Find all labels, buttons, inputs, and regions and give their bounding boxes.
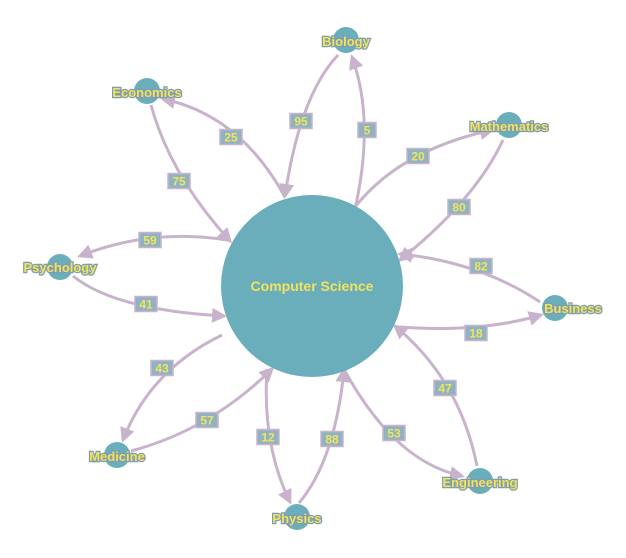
edge-value: 47 — [438, 382, 452, 396]
edge-label-cs-biology: 5 — [357, 121, 377, 139]
edge-label-economics-cs: 75 — [167, 172, 191, 190]
edge-cs-medicine — [120, 333, 223, 443]
edge-label-cs-mathematics: 20 — [406, 147, 430, 165]
center-node-label: Computer Science — [251, 278, 374, 294]
node-engineering: Engineering — [441, 468, 519, 494]
edge-value: 59 — [143, 234, 157, 248]
edge-label-box — [219, 128, 243, 146]
edge-value: 95 — [294, 115, 308, 129]
edge-labels-layer: 5 95 20 80 82 18 47 53 88 12 57 43 41 59 75 25 — [134, 112, 493, 448]
edge-label-business-cs: 82 — [469, 257, 493, 275]
edge-label-medicine-cs: 57 — [195, 411, 219, 429]
node-label: Mathematics — [470, 119, 549, 134]
edge-label-cs-medicine: 43 — [150, 359, 174, 377]
node-medicine: Medicine — [88, 442, 146, 468]
edge-label-box — [382, 424, 406, 442]
edge-value: 88 — [325, 433, 339, 447]
edge-value: 20 — [411, 150, 425, 164]
node-label: Economics — [112, 85, 181, 100]
center-node-circle — [221, 195, 403, 377]
edge-psychology-cs — [72, 274, 227, 323]
node-label: Biology — [322, 34, 370, 49]
edge-label-box — [320, 430, 344, 448]
edge-value: 75 — [172, 175, 186, 189]
edge-value: 18 — [469, 327, 483, 341]
edge-value: 82 — [474, 260, 488, 274]
edge-label-box — [289, 112, 313, 130]
edge-label-box — [134, 295, 158, 313]
node-physics: Physics — [271, 504, 323, 530]
edge-medicine-cs — [130, 366, 275, 453]
edge-value: 25 — [224, 131, 238, 145]
node-circle — [467, 468, 493, 494]
edge-value: 53 — [387, 427, 401, 441]
edge-label-box — [256, 428, 280, 446]
node-psychology: Psychology — [22, 254, 99, 280]
node-mathematics: Mathematics — [468, 112, 550, 138]
edge-label-mathematics-cs: 80 — [447, 198, 471, 216]
node-economics: Economics — [111, 78, 183, 104]
edge-value: 43 — [155, 362, 169, 376]
node-label: Engineering — [442, 475, 517, 490]
nodes-layer: Computer Science BiologyMathematicsBusine… — [22, 27, 603, 530]
edge-label-physics-cs: 88 — [320, 430, 344, 448]
edge-label-box — [464, 324, 488, 342]
node-label: Psychology — [24, 260, 98, 275]
node-circle — [333, 27, 359, 53]
edge-value: 12 — [261, 431, 275, 445]
edge-label-cs-engineering: 53 — [382, 424, 406, 442]
edge-physics-cs — [297, 367, 351, 504]
node-label: Business — [544, 301, 602, 316]
node-circle — [134, 78, 160, 104]
node-circle — [47, 254, 73, 280]
edge-label-box — [406, 147, 430, 165]
node-label: Physics — [272, 511, 321, 526]
node-circle — [104, 442, 130, 468]
node-biology: Biology — [321, 27, 372, 53]
node-circle — [496, 112, 522, 138]
edge-label-box — [138, 231, 162, 249]
edge-label-box — [167, 172, 191, 190]
edge-label-cs-business: 18 — [464, 324, 488, 342]
edge-cs-mathematics — [353, 125, 495, 208]
edge-label-cs-economics: 25 — [219, 128, 243, 146]
edge-value: 80 — [452, 201, 466, 215]
edge-label-engineering-cs: 47 — [433, 379, 457, 397]
edge-label-box — [469, 257, 493, 275]
edge-label-box — [150, 359, 174, 377]
edge-label-box — [195, 411, 219, 429]
node-business: Business — [542, 295, 603, 321]
node-computer-science: Computer Science — [221, 195, 403, 377]
edge-label-box — [357, 121, 377, 139]
node-circle — [284, 504, 310, 530]
edge-label-psychology-cs: 41 — [134, 295, 158, 313]
edge-label-cs-physics: 12 — [256, 428, 280, 446]
edge-value: 41 — [139, 298, 153, 312]
edge-value: 57 — [200, 414, 214, 428]
edge-value: 5 — [364, 124, 371, 138]
edge-label-box — [447, 198, 471, 216]
edge-biology-cs — [279, 53, 340, 199]
node-label: Medicine — [89, 449, 145, 464]
edge-label-box — [433, 379, 457, 397]
edge-label-biology-cs: 95 — [289, 112, 313, 130]
node-circle — [542, 295, 568, 321]
edge-label-cs-psychology: 59 — [138, 231, 162, 249]
edge-cs-engineering — [343, 370, 465, 481]
